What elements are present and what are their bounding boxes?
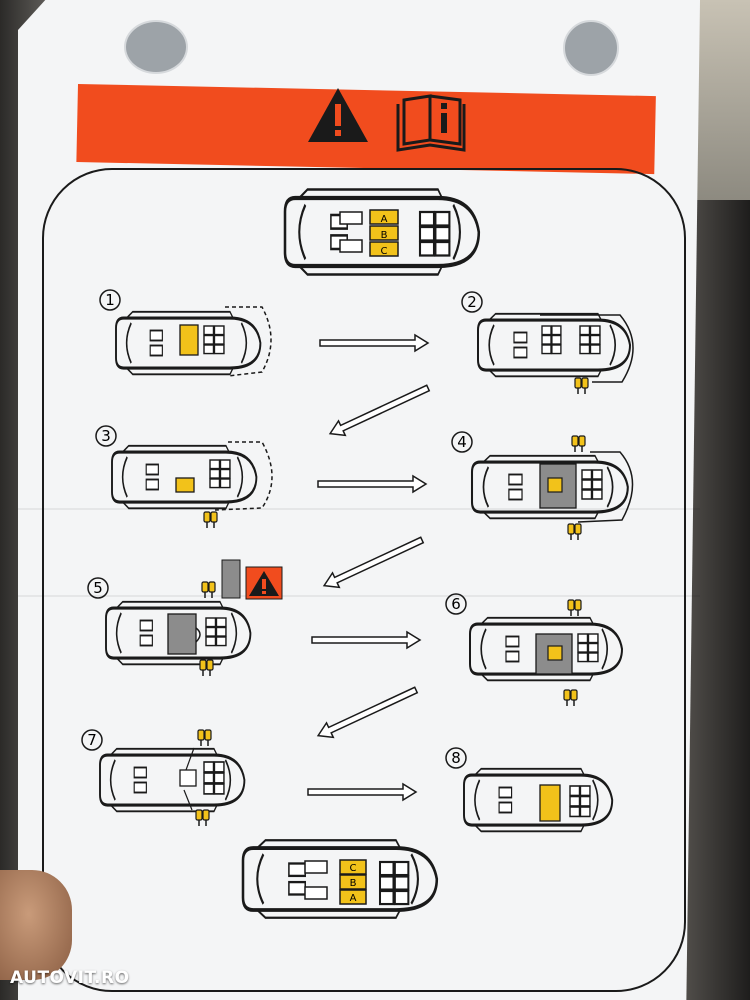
- arrow-down-left: [319, 531, 427, 594]
- arrow-right: [307, 783, 417, 801]
- step-7-car: [98, 729, 246, 827]
- step-number-4: 4: [457, 433, 467, 451]
- step-number-3: 3: [101, 427, 111, 445]
- punch-hole: [563, 20, 619, 76]
- step-3-car: [110, 441, 273, 529]
- step-number-5: 5: [93, 579, 103, 597]
- step-1-car: [114, 306, 272, 377]
- seat-letter-top-a: A: [381, 214, 388, 225]
- arrow-right: [317, 475, 427, 493]
- seat-letter-bottom-b: B: [350, 878, 357, 889]
- step-8-car: [462, 767, 614, 833]
- diagram-frame: [42, 168, 686, 992]
- arrow-right: [311, 631, 421, 649]
- seat-letter-top-b: B: [381, 230, 388, 241]
- warning-triangle-icon: [308, 88, 368, 142]
- manual-info-icon: [396, 94, 466, 152]
- car-overview-bottom: [241, 838, 439, 920]
- step-6-car: [468, 599, 624, 707]
- site-watermark: AUTOVIT.RO: [10, 968, 130, 988]
- car-overview-top: [285, 190, 479, 275]
- step-number-1: 1: [105, 291, 115, 309]
- sheet-fold: [18, 508, 700, 510]
- arrow-right: [319, 334, 429, 352]
- step-number-8: 8: [451, 749, 461, 767]
- punch-hole: [124, 20, 188, 74]
- step-number-7: 7: [87, 731, 97, 749]
- step-number-2: 2: [467, 293, 477, 311]
- arrow-down-left: [313, 681, 421, 744]
- step-number-6: 6: [451, 595, 461, 613]
- seat-letter-bottom-a: A: [350, 893, 357, 904]
- small-warning-icon: [245, 566, 283, 600]
- step-5-car: [104, 559, 252, 677]
- step-2-car: [476, 312, 634, 395]
- seat-letter-top-c: C: [381, 246, 388, 257]
- thumb: [0, 870, 72, 980]
- step-4-car: [470, 435, 634, 541]
- sheet-fold: [18, 595, 700, 597]
- arrow-down-left: [325, 379, 433, 442]
- seat-letter-bottom-c: C: [350, 863, 357, 874]
